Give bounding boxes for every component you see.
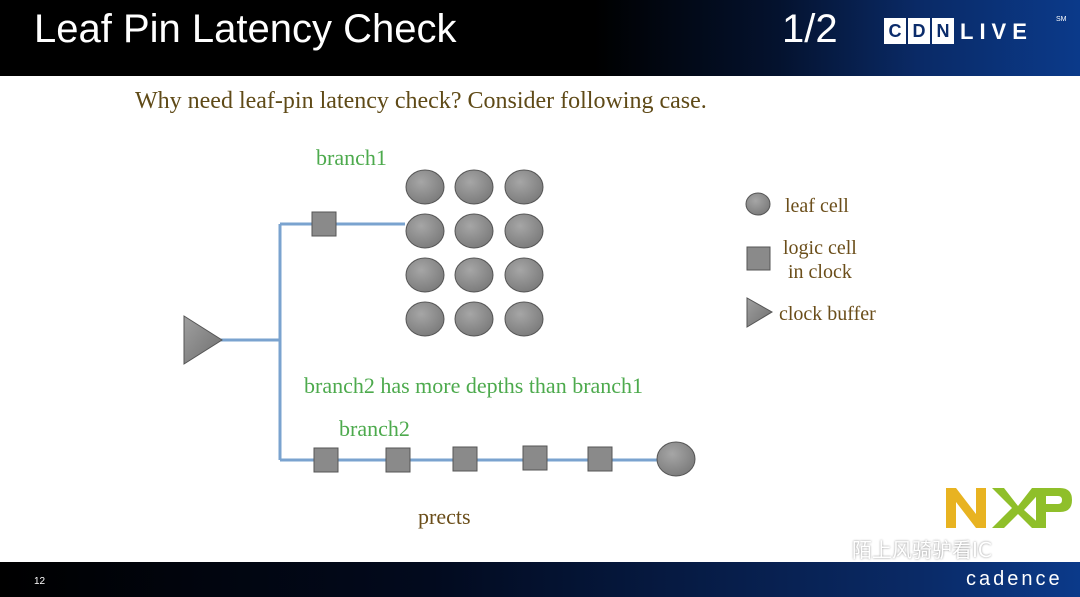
cadence-logo: cadence <box>966 568 1063 590</box>
slide-header: Leaf Pin Latency Check 1/2 C D N LIVE SM <box>0 0 1080 76</box>
branch2-logic-cell <box>452 446 478 472</box>
leaf-cell <box>504 257 544 293</box>
branch2-logic-cell <box>587 446 613 472</box>
logo-live-text: LIVE <box>960 19 1033 44</box>
root-clock-buffer <box>183 315 223 365</box>
legend-logic-cell-label-line2: in clock <box>788 261 852 283</box>
legend-shapes <box>745 192 773 328</box>
branch1-label: branch1 <box>316 145 387 170</box>
leaf-cell <box>454 257 494 293</box>
page-indicator: 1/2 <box>782 7 838 51</box>
leaf-cell <box>405 213 445 249</box>
wechat-icon <box>820 539 846 558</box>
leaf-cell <box>504 301 544 337</box>
leaf-cell <box>405 257 445 293</box>
leaf-cell <box>405 169 445 205</box>
cdnlive-logo: C D N LIVE <box>884 18 1033 46</box>
prects-label: prects <box>418 504 471 529</box>
leaf-cell <box>504 169 544 205</box>
logo-letter-d: D <box>908 18 930 44</box>
branch2-leaf-cell <box>656 441 696 477</box>
legend-logic-cell-label-line1: logic cell <box>783 237 857 259</box>
slide-number: 12 <box>34 576 46 587</box>
service-mark: SM <box>1056 16 1067 23</box>
slide-footer: 12 cadence <box>0 562 1080 597</box>
logo-letter-n: N <box>932 18 954 44</box>
branch2-logic-cell <box>522 445 548 471</box>
wire-group <box>220 222 660 462</box>
branch1-logic-cell <box>311 211 337 237</box>
leaf-cell <box>454 169 494 205</box>
watermark: 陌上风骑驴看IC <box>820 534 992 563</box>
branch2-logic-cell <box>385 447 411 473</box>
legend-clock-buffer-icon <box>746 297 773 328</box>
legend-logic-cell-icon <box>746 246 771 271</box>
leaf-cell <box>504 213 544 249</box>
leaf-cell <box>454 301 494 337</box>
depth-note: branch2 has more depths than branch1 <box>304 373 644 398</box>
legend-leaf-cell-icon <box>745 192 771 216</box>
branch2-label: branch2 <box>339 416 410 441</box>
branch2-logic-cells <box>313 445 613 473</box>
leaf-cell <box>405 301 445 337</box>
legend-leaf-cell-label: leaf cell <box>785 195 849 217</box>
logo-letter-c: C <box>884 18 906 44</box>
branch2-logic-cell <box>313 447 339 473</box>
legend-clock-buffer-label: clock buffer <box>779 303 876 325</box>
branch1-leaf-grid <box>405 169 544 337</box>
slide-subtitle: Why need leaf-pin latency check? Conside… <box>135 88 707 114</box>
leaf-cell <box>454 213 494 249</box>
watermark-text: 陌上风骑驴看IC <box>852 538 992 562</box>
slide-title: Leaf Pin Latency Check <box>34 7 457 51</box>
nxp-logo <box>946 488 1072 528</box>
